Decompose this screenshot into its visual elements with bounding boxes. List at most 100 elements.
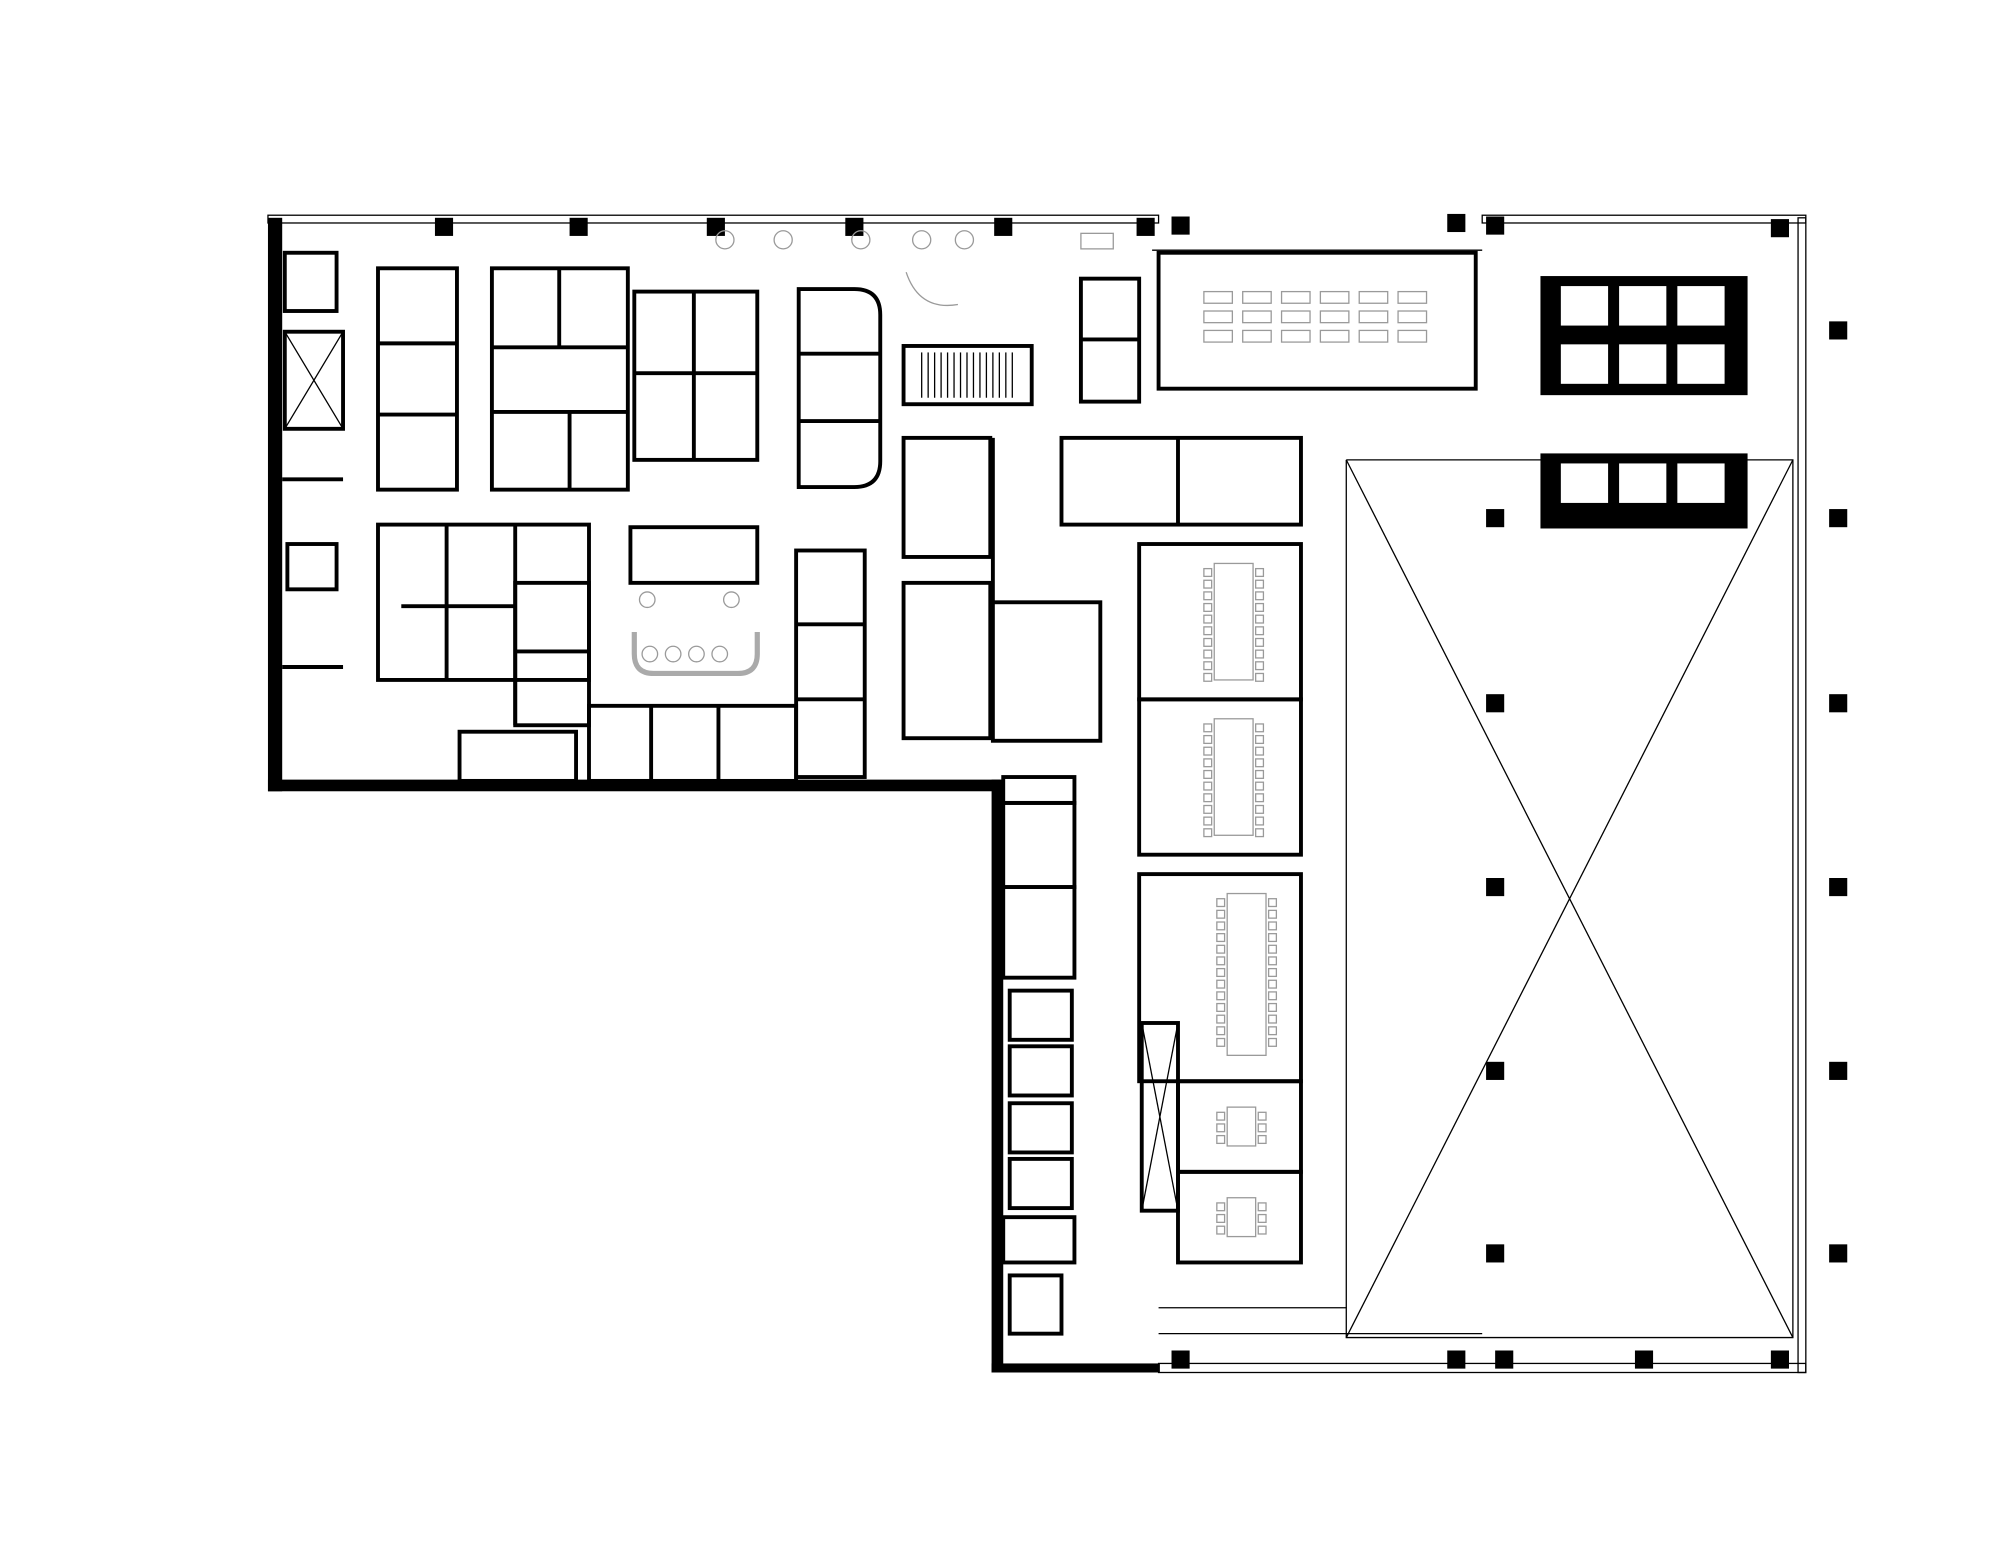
chair: [1203, 637, 1213, 647]
chair: [1255, 567, 1265, 578]
training-desk: [1319, 290, 1350, 304]
boardroom-south: [1137, 697, 1303, 857]
shaft-x: [1141, 1022, 1179, 1211]
chair: [1255, 602, 1265, 612]
training-desk: [1242, 310, 1272, 324]
training-desk: [1358, 290, 1389, 304]
chair: [1255, 614, 1265, 624]
chair: [1216, 898, 1226, 908]
chair: [1216, 1002, 1226, 1012]
chair: [1267, 944, 1278, 954]
structural-column: [1829, 694, 1848, 713]
training-desk: [1280, 329, 1311, 343]
lounge-chair: [722, 591, 740, 609]
structural-column: [1447, 1350, 1466, 1369]
chair: [1203, 614, 1213, 624]
chair: [1267, 967, 1278, 978]
chair: [1216, 1123, 1226, 1133]
chair: [1216, 1202, 1226, 1212]
lounge-chair: [851, 230, 871, 250]
rooms: [282, 250, 1748, 1336]
chair: [1216, 1111, 1226, 1121]
reception-desk: [905, 271, 959, 307]
structural-column: [1447, 213, 1466, 233]
chair: [1257, 1213, 1267, 1223]
stair-treads: [921, 352, 1013, 398]
chair: [1203, 661, 1213, 671]
chair: [1267, 1026, 1278, 1036]
west-stair: [282, 250, 339, 313]
chair: [1216, 944, 1226, 954]
void-diagonal-2: [1345, 459, 1794, 1338]
chair: [1203, 746, 1213, 756]
conference-table: [1213, 718, 1254, 836]
structural-column: [1770, 1350, 1789, 1369]
training-desk: [1319, 310, 1350, 324]
chair: [1257, 1202, 1267, 1212]
chair: [1267, 1037, 1278, 1047]
elevator-cab: [1617, 461, 1669, 505]
chair: [1255, 661, 1265, 671]
chair: [1255, 649, 1265, 659]
chair: [1255, 816, 1265, 826]
elevator-cab: [1558, 461, 1611, 505]
lounge-chair: [638, 591, 656, 609]
chair: [1255, 769, 1265, 779]
chair: [1216, 1134, 1226, 1145]
chair: [1216, 991, 1226, 1001]
chair: [1267, 909, 1278, 919]
meeting-table: [1226, 1197, 1257, 1238]
chair: [1216, 1037, 1226, 1047]
boardroom-north: [1137, 542, 1303, 702]
chair: [1203, 591, 1213, 601]
chair: [1203, 626, 1213, 636]
chair: [1203, 804, 1213, 814]
south-wall-south-wing: [991, 1363, 1160, 1373]
meeting-table: [1226, 1106, 1257, 1147]
lounge-chair: [711, 645, 729, 663]
south-wall-west-wing: [267, 779, 1004, 792]
lounge-chair: [664, 645, 682, 663]
training-desk: [1397, 290, 1428, 304]
chair: [1267, 1002, 1278, 1012]
elevator-cab: [1675, 342, 1727, 386]
lounge-chair: [688, 645, 705, 663]
chair: [1267, 1014, 1278, 1024]
training-desk: [1242, 290, 1272, 304]
chair: [1216, 979, 1226, 989]
structural-column: [569, 217, 588, 236]
chair: [1255, 626, 1265, 636]
elevator-cab: [1558, 342, 1611, 386]
elevator-cab: [1007, 1156, 1074, 1211]
office-block-6: [794, 548, 867, 779]
chair: [1216, 933, 1226, 943]
chair: [1203, 579, 1213, 589]
office-block-4: [376, 522, 591, 682]
training-desk: [1280, 290, 1311, 304]
training-desk: [1397, 329, 1428, 343]
elevator-cab: [1617, 284, 1669, 328]
training-desk: [1242, 329, 1272, 343]
north-glazing-east: [1481, 214, 1807, 224]
chair: [1203, 567, 1213, 578]
structural-column: [1486, 878, 1505, 897]
lounge-chair: [911, 230, 932, 250]
chair: [1267, 979, 1278, 989]
south-room-2: [1001, 885, 1077, 980]
chair: [1203, 734, 1213, 745]
structural-column: [1486, 1244, 1505, 1263]
restroom-3: [1059, 435, 1303, 527]
lounge-bench: [631, 632, 760, 677]
collab-room: [628, 525, 760, 585]
chair: [1216, 1014, 1226, 1024]
chair: [1216, 956, 1226, 966]
training-desk: [1280, 310, 1311, 324]
chair: [1203, 781, 1213, 791]
south-shaft-1: [1001, 775, 1077, 805]
meeting-pods: [796, 287, 883, 490]
chair: [1255, 804, 1265, 814]
training-desk: [1203, 310, 1234, 324]
structural-column: [1829, 1061, 1848, 1080]
structural-column: [1829, 321, 1848, 340]
